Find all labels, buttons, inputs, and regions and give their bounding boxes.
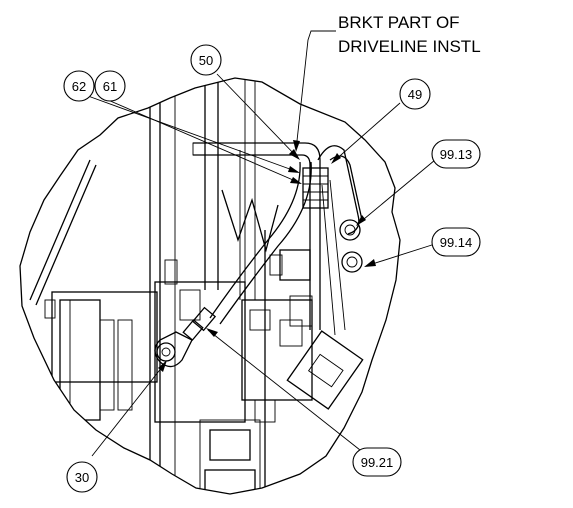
callout-99-21-label: 99.21 — [361, 455, 394, 470]
callout-99-13: 99.13 — [431, 139, 481, 169]
note-line-1: BRKT PART OF — [338, 13, 460, 32]
section-boundary — [19, 77, 401, 495]
leader-lines — [87, 30, 436, 457]
callout-99-13-label: 99.13 — [440, 147, 473, 162]
callout-50: 50 — [190, 44, 222, 76]
note-line-2: DRIVELINE INSTL — [338, 37, 481, 56]
callout-99-21: 99.21 — [352, 447, 402, 477]
callout-61-label: 61 — [103, 79, 117, 94]
callout-49: 49 — [399, 78, 431, 110]
callout-50-label: 50 — [199, 53, 213, 68]
callout-61: 61 — [94, 70, 126, 102]
callout-62-label: 62 — [72, 79, 86, 94]
callout-99-14: 99.14 — [431, 227, 481, 257]
callout-99-14-label: 99.14 — [440, 235, 473, 250]
callout-49-label: 49 — [408, 87, 422, 102]
callout-30-label: 30 — [75, 470, 89, 485]
assembly-body — [29, 80, 364, 494]
callout-30: 30 — [66, 461, 98, 493]
callout-62: 62 — [63, 70, 95, 102]
